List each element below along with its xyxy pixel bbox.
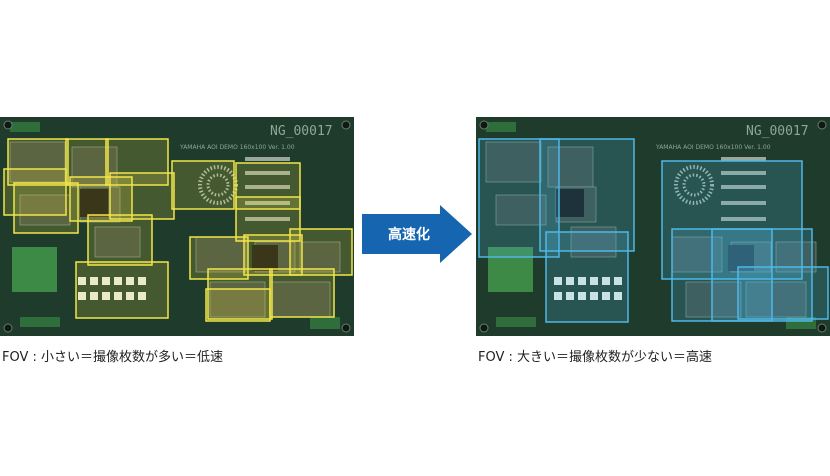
speedup-arrow <box>362 205 472 263</box>
large-fov-board-image: NG_00017 YAMAHA AOI DEMO 160x100 Ver. 1.… <box>476 117 830 336</box>
large-fov-boxes <box>478 138 829 323</box>
ic-chip <box>80 189 108 217</box>
sunburst-pattern <box>674 165 714 205</box>
ic-chip <box>556 189 584 217</box>
board-label: NG_00017 <box>746 124 809 139</box>
ground-pad <box>12 247 57 292</box>
small-fov-boxes <box>3 138 353 322</box>
ic-chip <box>252 245 278 271</box>
pcb-left-svg: NG_00017 YAMAHA AOI DEMO 160x100 Ver. 1.… <box>0 117 354 336</box>
arrow-shape <box>362 205 472 263</box>
left-caption: FOV : 小さい＝撮像枚数が多い＝低速 <box>2 350 224 365</box>
ground-pad <box>488 247 533 292</box>
small-fov-board-image: NG_00017 YAMAHA AOI DEMO 160x100 Ver. 1.… <box>0 117 354 336</box>
pcb-right-svg: NG_00017 YAMAHA AOI DEMO 160x100 Ver. 1.… <box>476 117 830 336</box>
board-label: NG_00017 <box>270 124 333 139</box>
right-caption: FOV : 大きい＝撮像枚数が少ない＝高速 <box>478 350 713 365</box>
silkscreen-text: YAMAHA AOI DEMO 160x100 Ver. 1.00 <box>179 144 295 151</box>
speedup-label: 高速化 <box>388 227 430 243</box>
silkscreen-text: YAMAHA AOI DEMO 160x100 Ver. 1.00 <box>655 144 771 151</box>
